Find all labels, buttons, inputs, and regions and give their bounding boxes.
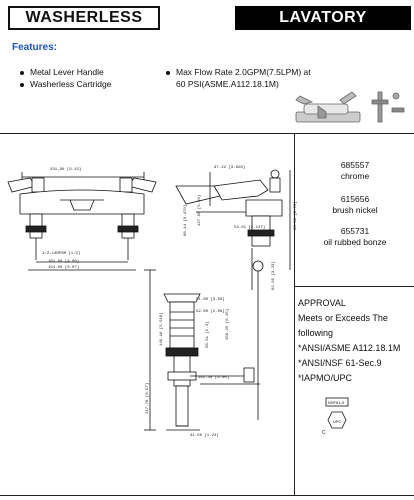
feature-item: Max Flow Rate 2.0GPM(7.5LPM) at: [166, 66, 311, 78]
dim-label: 31.50 [1.24]: [190, 433, 219, 438]
bullet-icon: [20, 82, 24, 87]
approval-line: following: [298, 328, 334, 338]
divider: [0, 133, 294, 134]
dim-label: 54.01 [2.127]: [234, 225, 265, 230]
dim-label: 217.76 [8.57]: [145, 383, 150, 414]
dim-label: 68.58 [2.70]: [293, 201, 298, 230]
divider: [294, 133, 414, 134]
approval-line: *ANSI/NSF 61-Sec.9: [298, 358, 382, 368]
c-mark: C: [322, 430, 326, 436]
dim-label: 152.40 [6.00]: [198, 375, 229, 380]
divider: [0, 495, 414, 496]
title-lavatory: LAVATORY: [235, 6, 411, 30]
dim-label: 127.00 [5.00]: [197, 195, 202, 226]
approval-line: *ANSI/ASME A112.18.1M: [298, 343, 401, 353]
divider-vertical: [294, 133, 295, 495]
drain-assembly-drawing: [144, 269, 260, 431]
dim-label: 58.51 [2.3]: [205, 322, 210, 348]
features-heading: Features:: [12, 42, 58, 53]
dim-label: 97.22 [3.828]: [214, 165, 245, 170]
dim-label: 82.05 [3.23]: [271, 261, 276, 290]
side-view-drawing: [175, 169, 291, 420]
bullet-icon: [166, 70, 170, 75]
front-view-drawing: [7, 172, 157, 271]
nsf-mark: NSF61-9: [328, 400, 345, 405]
product-photo: [295, 91, 405, 123]
approval-line: Meets or Exceeds The: [298, 313, 388, 323]
dim-label: 140.16 [5.518]: [159, 312, 164, 346]
dim-label: 156.25 [6.15]: [225, 309, 230, 340]
bullet-icon: [20, 70, 24, 75]
dim-label: 101.60 [4.00]: [48, 259, 79, 264]
feature-item: Metal Lever Handle: [20, 66, 104, 78]
divider: [294, 286, 414, 287]
dim-label: 88.14 [3.470]: [183, 205, 188, 236]
dim-label: 1/2-14NPSM [1/2]: [42, 251, 80, 256]
dim-label: 231.90 [9.13]: [50, 167, 81, 172]
certification-marks: NSF61-9 UPC C: [322, 397, 349, 436]
dim-label: 91.00 [3.58]: [196, 297, 225, 302]
upc-mark: UPC: [333, 419, 342, 424]
approval-line: *IAPMO/UPC: [298, 373, 353, 383]
title-washerless: WASHERLESS: [8, 6, 160, 30]
approval-heading: APPROVAL: [298, 298, 346, 308]
feature-item-cont: 60 PSI(ASME.A112.18.1M): [176, 79, 279, 89]
feature-item: Washerless Cartridge: [20, 78, 111, 90]
dim-label: 52.80 [2.08]: [196, 309, 225, 314]
dim-label: 154.00 [6.07]: [48, 265, 79, 270]
